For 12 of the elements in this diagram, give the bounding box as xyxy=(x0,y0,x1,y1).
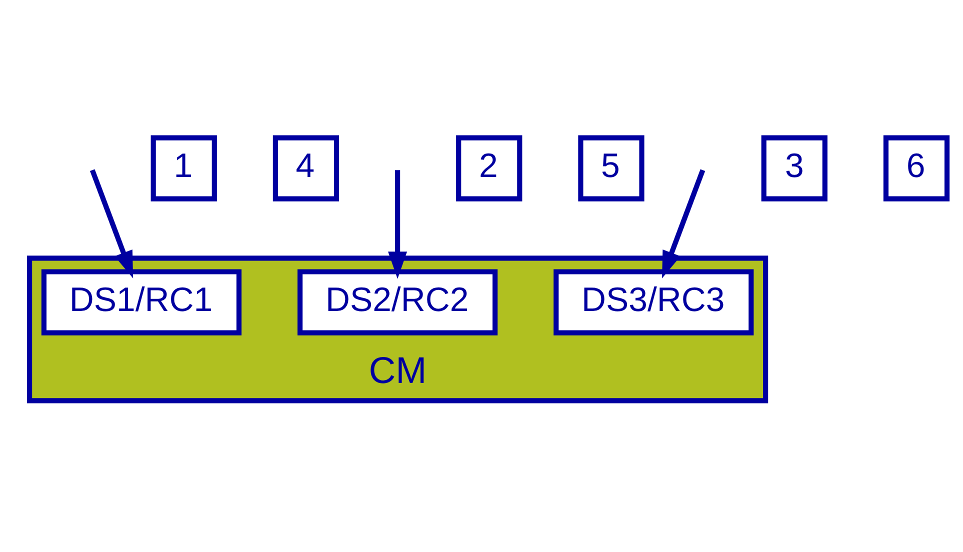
arrow xyxy=(662,169,706,278)
node-box: DS1/RC1 xyxy=(41,269,242,336)
arrow xyxy=(388,170,408,279)
node-box: 2 xyxy=(456,135,522,202)
node-box: DS3/RC3 xyxy=(554,269,754,336)
node-box: 1 xyxy=(150,135,217,202)
node-box: 5 xyxy=(578,135,644,202)
node-box: 4 xyxy=(272,135,340,202)
node-box: 3 xyxy=(761,135,828,202)
node-box: 6 xyxy=(883,135,950,202)
node-box: DS2/RC2 xyxy=(298,269,498,336)
arrow xyxy=(90,169,134,278)
